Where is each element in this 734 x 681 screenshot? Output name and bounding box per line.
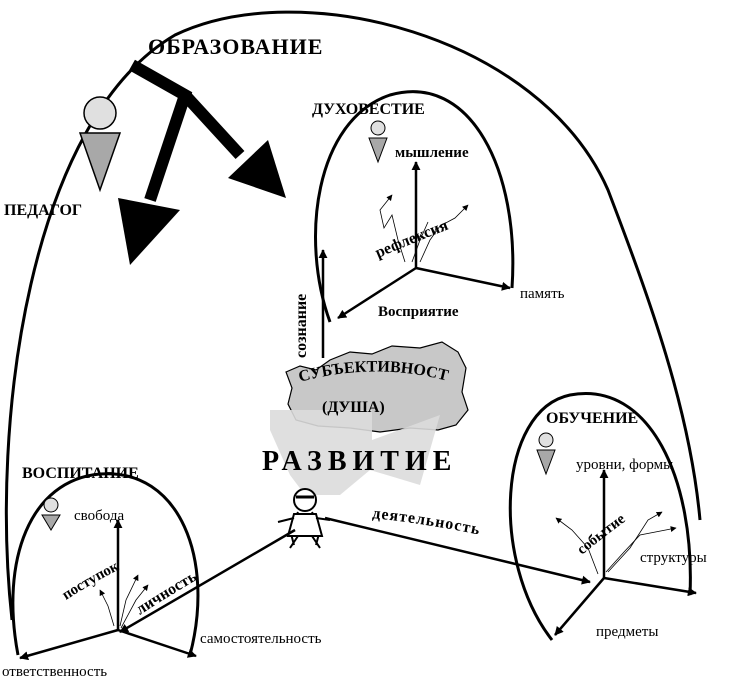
label-soznanie: сознание bbox=[293, 294, 310, 358]
label-otvetstvennost: ответственность bbox=[2, 664, 107, 680]
label-postupok: поступок bbox=[59, 558, 121, 603]
label-sobytie: событие bbox=[574, 511, 628, 558]
label-lichnost-text: личность bbox=[133, 568, 200, 619]
label-svoboda: свобода bbox=[74, 508, 124, 524]
label-urovni: уровни, формы bbox=[576, 457, 673, 473]
label-struktury: структуры bbox=[640, 550, 707, 566]
label-postupok-text: поступок bbox=[59, 558, 121, 603]
label-obrazovanie: ОБРАЗОВАНИЕ bbox=[148, 34, 323, 59]
label-pamyat: память bbox=[520, 286, 565, 302]
vospitanie-axes bbox=[19, 519, 197, 661]
label-dusha: (ДУША) bbox=[322, 399, 385, 416]
vospitanie-dome bbox=[11, 472, 200, 656]
development-arrow-shape bbox=[270, 410, 440, 495]
label-pedagog: ПЕДАГОГ bbox=[4, 202, 82, 219]
pedagog-person-icon bbox=[78, 96, 122, 193]
label-razvitie: РАЗВИТИЕ bbox=[262, 446, 457, 477]
label-sobytie-text: событие bbox=[574, 511, 628, 558]
obuchenie-axes bbox=[554, 469, 697, 636]
duhovestie-person-icon bbox=[368, 120, 388, 164]
education-arrows bbox=[118, 59, 286, 265]
vospitanie-person-icon bbox=[41, 497, 61, 531]
label-obuchenie: ОБУЧЕНИЕ bbox=[546, 410, 638, 427]
label-samostoyatelnost: самостоятельность bbox=[200, 631, 322, 647]
label-myshlenie: мышление bbox=[395, 145, 469, 161]
duhovestie-axes bbox=[337, 161, 511, 320]
lichnost-arrow bbox=[119, 528, 296, 634]
obuchenie-dome bbox=[508, 392, 692, 641]
label-lichnost: личность bbox=[133, 568, 200, 619]
label-duhovestie: ДУХОВЕСТИЕ bbox=[312, 101, 425, 118]
child-figure-icon bbox=[277, 488, 331, 549]
deyatelnost-arrow bbox=[324, 516, 591, 585]
label-vospriyatie: Восприятие bbox=[378, 304, 459, 320]
education-boundary bbox=[4, 10, 702, 621]
label-refleksiya: рефлексия bbox=[373, 217, 451, 262]
label-refleksiya-text: рефлексия bbox=[373, 217, 451, 262]
obuchenie-person-icon bbox=[536, 432, 556, 476]
duhovestie-dome bbox=[314, 90, 515, 323]
label-vospitanie: ВОСПИТАНИЕ bbox=[22, 465, 139, 482]
label-predmety: предметы bbox=[596, 624, 658, 640]
